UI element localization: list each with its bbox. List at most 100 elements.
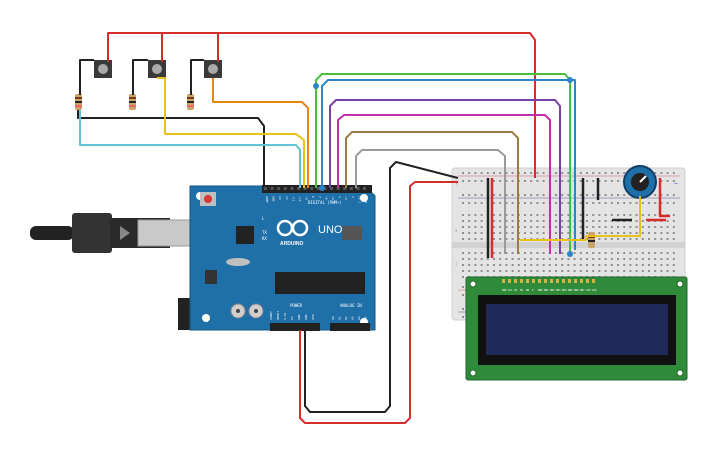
breadboard-hole: [672, 258, 675, 260]
breadboard-hole: [648, 214, 650, 216]
reset-button[interactable]: [204, 195, 212, 203]
resistor: [75, 94, 82, 110]
breadboard-hole: [530, 226, 533, 228]
breadboard-hole: [548, 264, 551, 266]
breadboard-hole: [629, 238, 632, 240]
breadboard-hole: [505, 252, 508, 254]
breadboard-hole: [542, 270, 545, 272]
breadboard-hole: [462, 308, 464, 310]
pin-label: 12: [285, 196, 289, 200]
breadboard-hole: [629, 214, 632, 216]
wire-black: [132, 59, 148, 95]
breadboard-hole: [629, 232, 632, 234]
breadboard-hole: [486, 270, 489, 272]
resistor: [588, 232, 595, 248]
lcd-pin: [568, 279, 571, 283]
breadboard-hole: [598, 202, 601, 204]
breadboard-hole: [672, 226, 675, 228]
lcd-pin-label: DB5: [568, 288, 573, 292]
breadboard-hole: [474, 270, 477, 272]
pin-label: ~11: [291, 196, 295, 202]
breadboard-hole: [635, 226, 638, 228]
lcd-pin-label: V0: [514, 288, 518, 292]
breadboard-hole: [592, 252, 595, 254]
breadboard-hole: [542, 180, 545, 182]
breadboard-hole: [629, 252, 632, 254]
breadboard-hole: [486, 258, 489, 260]
breadboard-hole: [617, 214, 619, 216]
breadboard-hole: [524, 226, 526, 228]
breadboard-hole: [462, 276, 464, 278]
breadboard-hole: [530, 264, 533, 266]
breadboard-hole: [511, 202, 514, 204]
breadboard-hole: [524, 220, 526, 222]
header-pin: [277, 187, 281, 190]
breadboard-hole: [542, 194, 545, 196]
breadboard-hole: [530, 214, 533, 216]
breadboard-hole: [604, 180, 607, 182]
breadboard-hole: [536, 202, 539, 204]
breadboard-hole: [524, 252, 526, 254]
breadboard-hole: [468, 252, 471, 254]
breadboard-hole: [610, 180, 613, 182]
breadboard-hole: [592, 202, 595, 204]
breadboard-hole: [536, 180, 539, 182]
breadboard-hole: [555, 172, 557, 174]
breadboard-hole: [561, 194, 564, 196]
header-pin: [297, 187, 300, 190]
breadboard-hole: [480, 258, 483, 260]
breadboard-hole: [586, 220, 588, 222]
power-pin-label: 5V: [290, 316, 294, 320]
breadboard-hole: [573, 270, 576, 272]
lcd-pin-label: DB3: [556, 288, 561, 292]
lcd-pin: [580, 279, 583, 283]
breadboard-hole: [635, 232, 638, 234]
breadboard-plus-label: +: [455, 180, 459, 187]
breadboard-hole: [648, 202, 650, 204]
resistor: [187, 94, 194, 110]
breadboard-hole: [672, 220, 675, 222]
pushbutton[interactable]: [94, 60, 112, 78]
breadboard-hole: [598, 252, 601, 254]
wire-black: [190, 59, 204, 95]
breadboard-hole: [654, 258, 657, 260]
breadboard-hole: [598, 270, 601, 272]
pushbutton[interactable]: [204, 60, 222, 78]
wires: [77, 32, 670, 424]
lcd-pin-label: DB4: [562, 288, 567, 292]
breadboard-hole: [511, 214, 514, 216]
power-pin-label: IOREF: [269, 311, 273, 320]
breadboard-hole: [499, 194, 502, 196]
breadboard-hole: [660, 232, 663, 234]
breadboard-hole: [480, 194, 483, 196]
breadboard-hole: [592, 220, 595, 222]
analog-pin-label: A0: [331, 316, 335, 320]
resistor: [129, 94, 136, 110]
breadboard-hole: [660, 252, 663, 254]
lcd-pin: [502, 279, 505, 283]
breadboard-hole: [617, 194, 619, 196]
breadboard-hole: [480, 226, 483, 228]
breadboard-hole: [641, 238, 644, 240]
breadboard-hole: [462, 264, 464, 266]
potentiometer[interactable]: [623, 165, 657, 199]
breadboard-hole: [548, 258, 551, 260]
breadboard-hole: [511, 220, 514, 222]
breadboard-hole: [654, 232, 657, 234]
breadboard-hole: [536, 214, 539, 216]
wire-purple: [329, 99, 561, 254]
header-pin: [310, 187, 314, 190]
breadboard-hole: [641, 214, 644, 216]
breadboard-hole: [641, 252, 644, 254]
breadboard-hole: [660, 258, 663, 260]
breadboard-hole: [586, 264, 588, 266]
analog-pin-label: A2: [344, 316, 348, 320]
breadboard-hole: [493, 258, 495, 260]
breadboard-hole: [480, 232, 483, 234]
usb-connector: [137, 219, 199, 247]
breadboard-hole: [517, 264, 520, 266]
breadboard-hole: [617, 180, 619, 182]
pin-label: 7: [318, 196, 322, 198]
pushbutton[interactable]: [148, 60, 166, 78]
